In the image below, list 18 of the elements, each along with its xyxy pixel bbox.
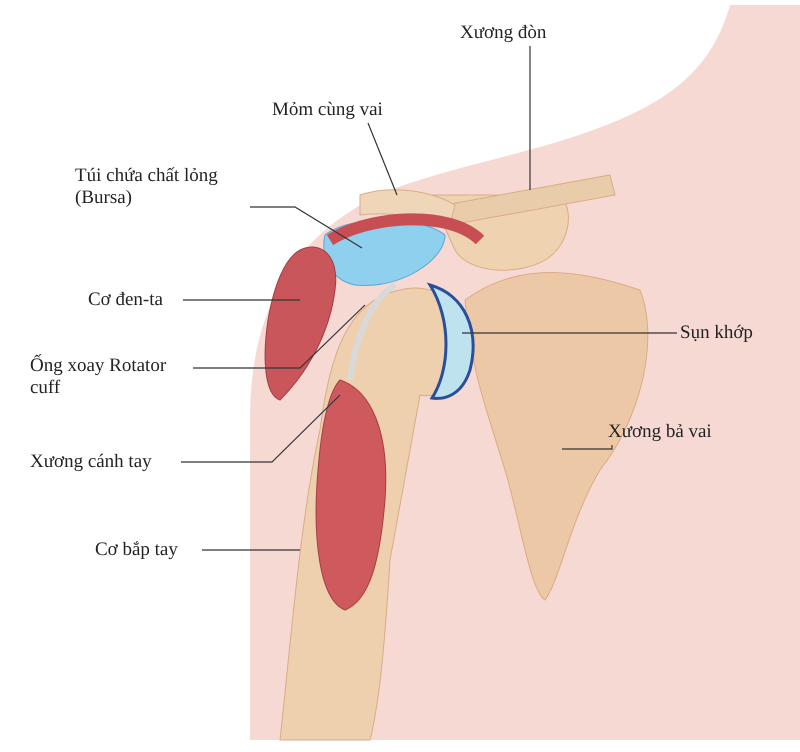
leader-line xyxy=(181,394,340,463)
leader-line xyxy=(193,304,366,369)
part-label: Xương cánh tay xyxy=(30,451,178,473)
part-label: Cơ bắp tay xyxy=(95,539,199,561)
leader-line xyxy=(529,46,531,190)
leader-line xyxy=(250,206,362,249)
part-label: Mỏm cùng vai xyxy=(272,99,392,121)
leader-line xyxy=(183,299,300,301)
part-label: Xương bả vai xyxy=(608,421,734,443)
part-label: Ống xoay Rotator cuff xyxy=(30,355,190,399)
leader-line xyxy=(462,332,677,334)
leader-line xyxy=(202,549,300,551)
part-label: Cơ đen-ta xyxy=(88,289,180,311)
leader-line xyxy=(367,122,398,196)
part-label: Túi chứa chất lỏng (Bursa) xyxy=(75,165,247,209)
leader-line xyxy=(562,445,613,450)
part-label: Sụn khớp xyxy=(680,322,772,344)
part-label: Xương đòn xyxy=(460,22,550,44)
